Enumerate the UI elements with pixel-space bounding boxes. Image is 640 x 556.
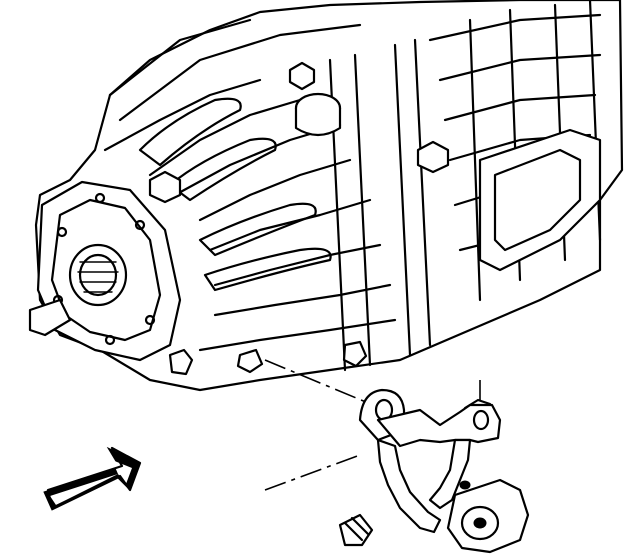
assembly-guide-lines (264, 359, 481, 491)
front-direction-arrow-icon (43, 446, 142, 511)
transmission-case-icon (28, 0, 624, 392)
shift-cable-bracket-icon (358, 388, 530, 554)
bolt-icon (338, 513, 374, 547)
